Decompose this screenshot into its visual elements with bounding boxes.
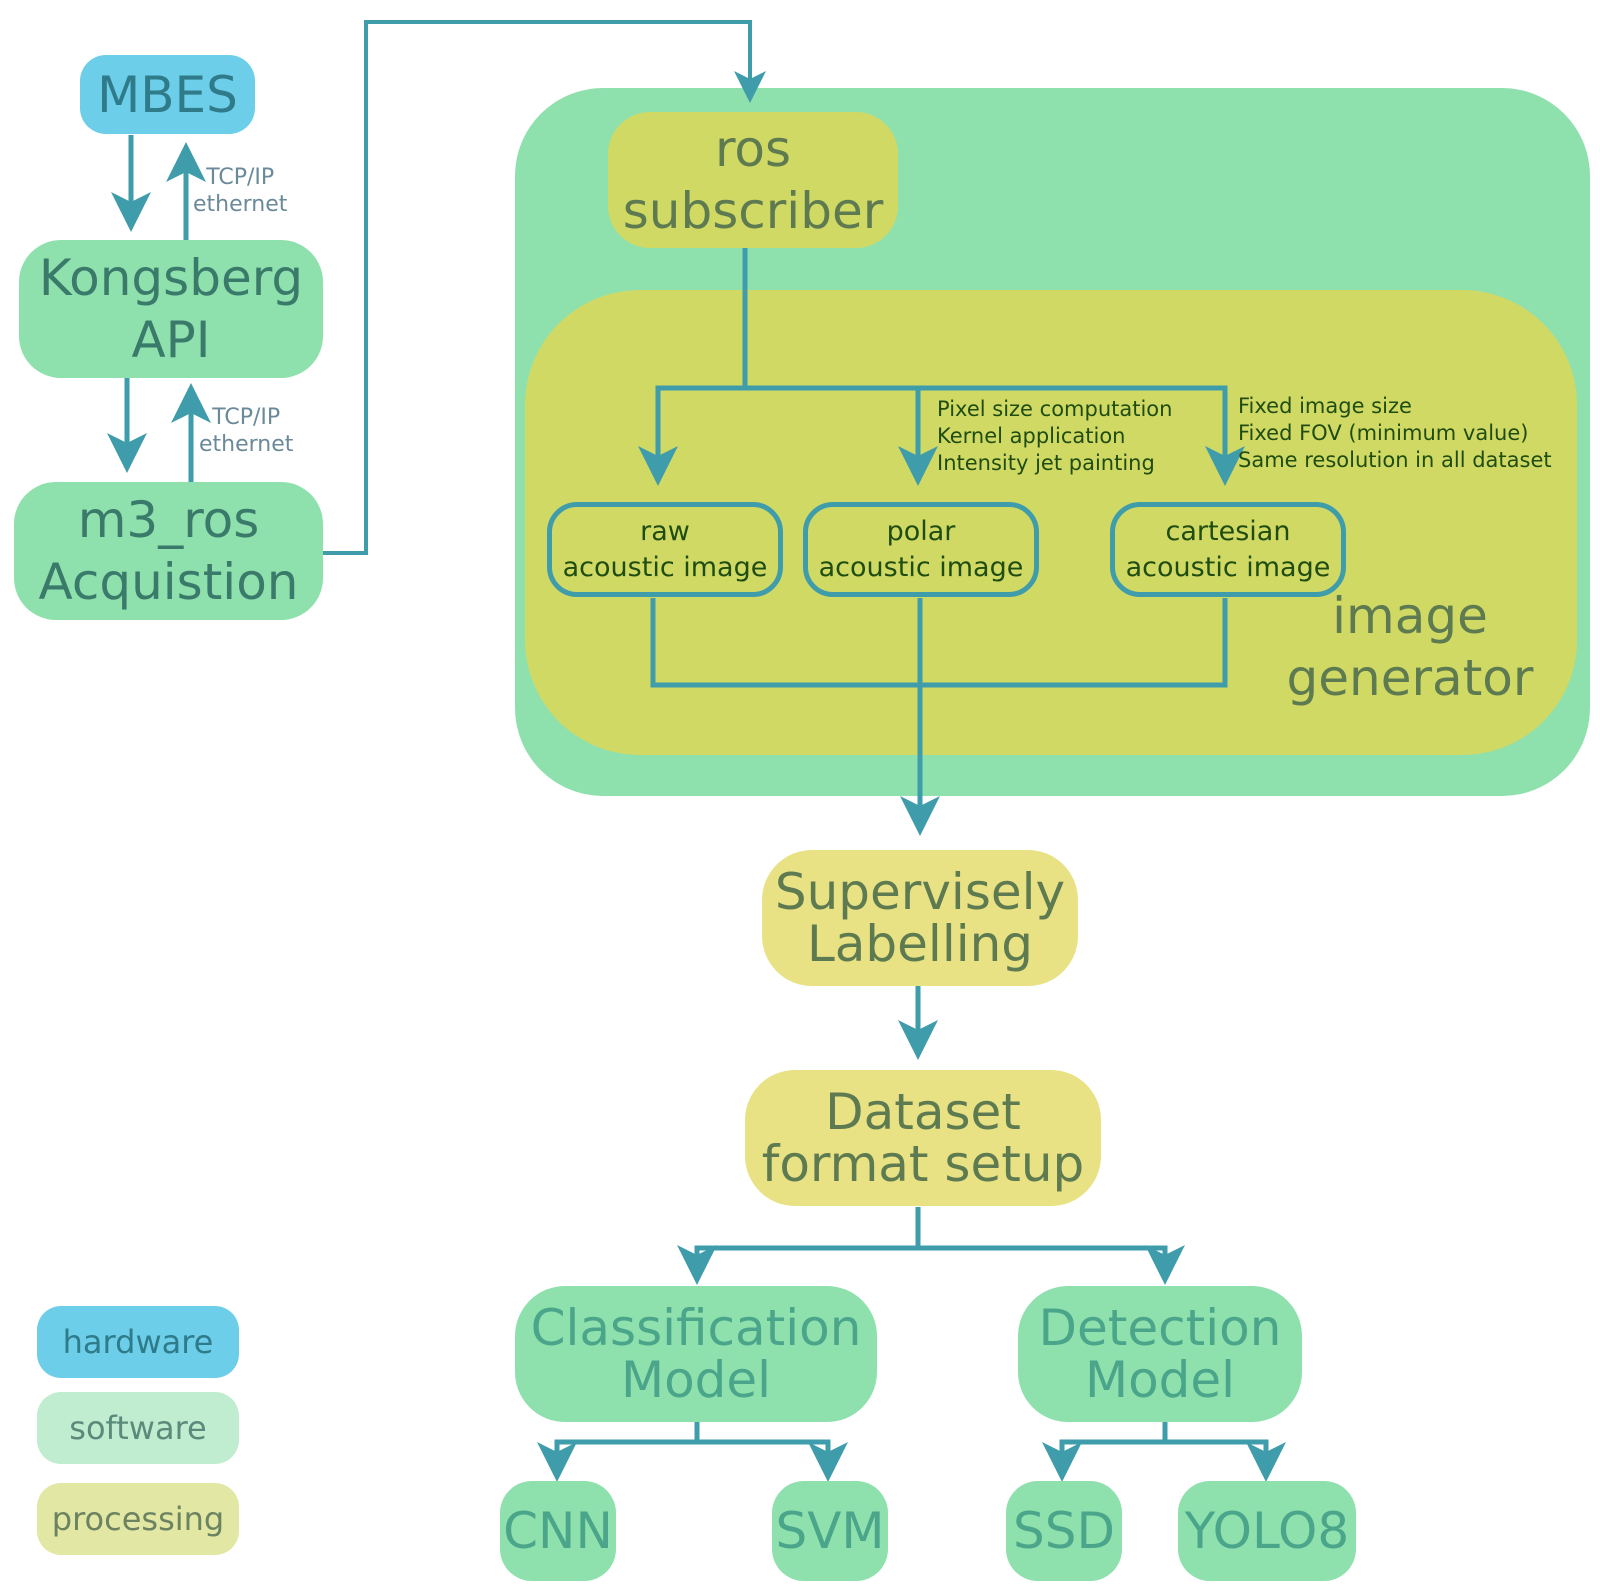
cartesian-acoustic-image-node: cartesian acoustic image <box>1110 502 1346 597</box>
tcpip-label-2: TCP/IP ethernet <box>199 405 294 457</box>
ssd-node: SSD <box>1006 1481 1122 1581</box>
cartesian-notes: Fixed image size Fixed FOV (minimum valu… <box>1238 394 1552 472</box>
cnn-node: CNN <box>500 1481 616 1581</box>
legend-software: software <box>37 1392 239 1464</box>
legend-hardware: hardware <box>37 1306 239 1378</box>
mbes-node: MBES <box>80 55 255 134</box>
kongsberg-api-node: Kongsberg API <box>19 240 323 378</box>
raw-acoustic-image-node: raw acoustic image <box>547 502 783 597</box>
classification-model-node: Classification Model <box>515 1286 877 1422</box>
tcpip-label-1: TCP/IP ethernet <box>193 165 288 217</box>
m3-ros-acquisition-node: m3_ros Acquistion <box>14 482 323 620</box>
legend-processing: processing <box>37 1483 239 1555</box>
ros-subscriber-node: ros subscriber <box>608 112 898 248</box>
detection-model-node: Detection Model <box>1018 1286 1302 1422</box>
supervisely-labelling-node: Supervisely Labelling <box>762 850 1078 986</box>
svm-node: SVM <box>772 1481 888 1581</box>
dataset-format-setup-node: Dataset format setup <box>745 1070 1101 1206</box>
polar-acoustic-image-node: polar acoustic image <box>803 502 1039 597</box>
yolo8-node: YOLO8 <box>1178 1481 1356 1581</box>
image-generator-label: image generator <box>1286 587 1534 707</box>
polar-notes: Pixel size computation Kernel applicatio… <box>937 397 1173 475</box>
